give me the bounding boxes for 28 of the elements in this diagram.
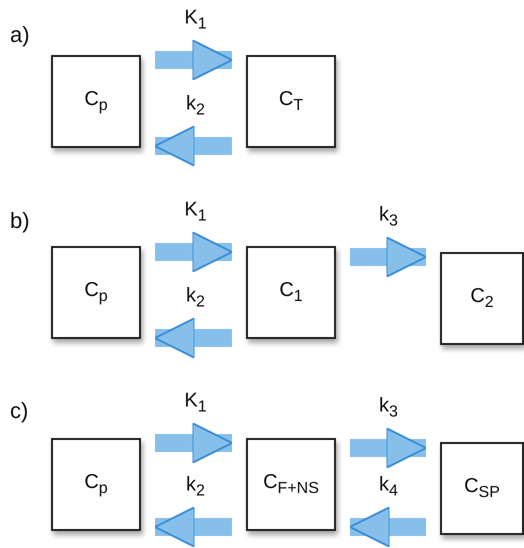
compartment-box (246, 438, 336, 531)
compartment-label: C$_{F+NS}$ (263, 471, 319, 498)
compartment-label: C$_{p}$ (84, 88, 108, 115)
flow-arrow (155, 39, 233, 81)
compartment-label: C$_{p}$ (84, 279, 108, 306)
flow-arrow (154, 506, 232, 548)
compartment-box (51, 55, 141, 148)
compartment-box (51, 438, 141, 531)
panel-label: a) (10, 22, 30, 48)
compartment-box (440, 252, 524, 345)
flow-arrow (349, 506, 426, 548)
compartment-box (51, 246, 141, 339)
panel-label: c) (10, 398, 28, 424)
flow-arrow (155, 231, 233, 273)
compartment-label: C$_{2}$ (470, 285, 494, 312)
flow-arrow (154, 125, 232, 167)
flow-arrow (154, 317, 232, 359)
panel-label: b) (10, 208, 30, 234)
compartment-box (440, 442, 524, 535)
compartment-box (246, 55, 336, 148)
compartment-label: C$_{1}$ (279, 279, 303, 306)
flow-arrow (155, 422, 233, 464)
compartment-box (246, 246, 336, 339)
compartment-label: C$_{p}$ (84, 471, 108, 498)
compartment-label: C$_{SP}$ (464, 475, 500, 502)
compartment-label: C$_{T}$ (278, 88, 304, 115)
flow-arrow (350, 427, 427, 469)
flow-arrow (350, 236, 427, 278)
